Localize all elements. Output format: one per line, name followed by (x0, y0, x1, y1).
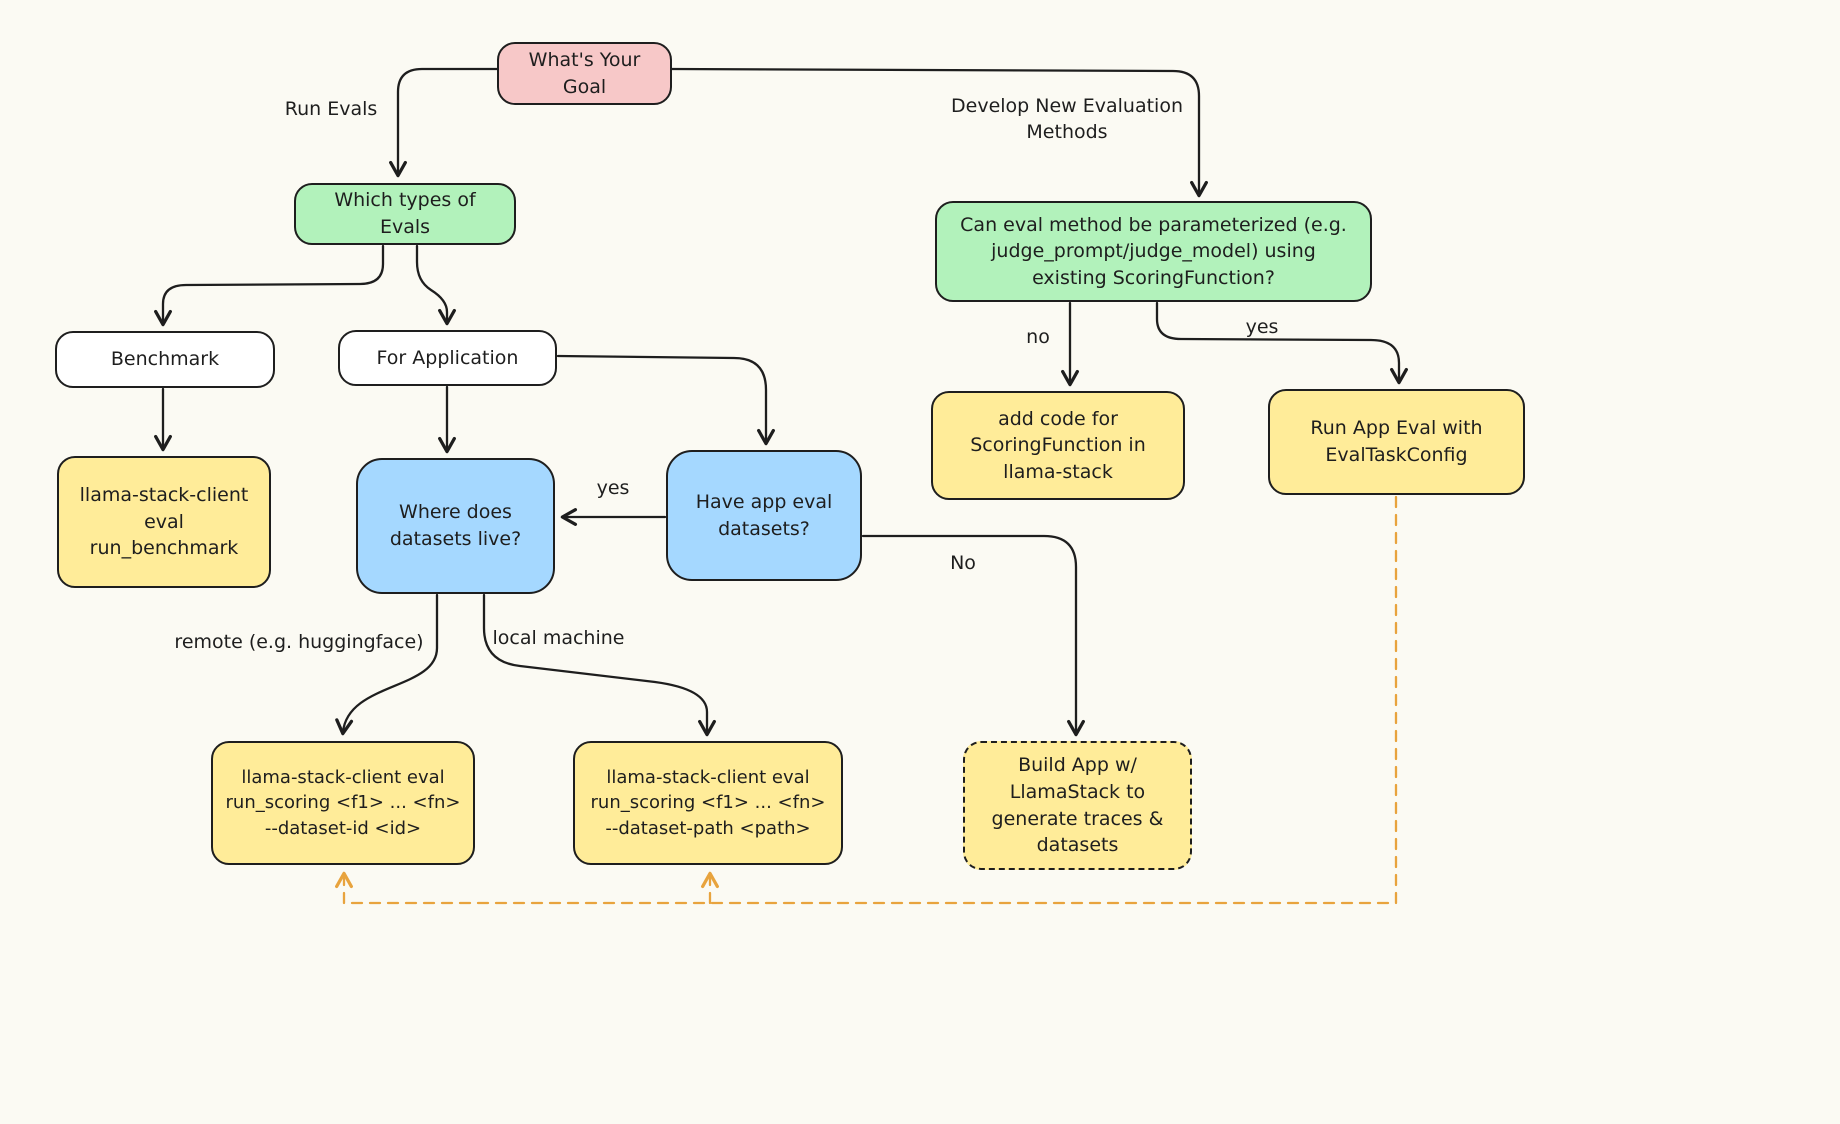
edge-label-no-have-datasets: No (950, 552, 976, 574)
node-benchmark: Benchmark (55, 331, 275, 388)
edge-label-yes-param: yes (1245, 316, 1279, 338)
node-can-eval-method-be-parameterized-label: Can eval method be parameterized (e.g. j… (960, 213, 1347, 289)
node-for-application-label: For Application (376, 346, 519, 369)
node-run-app-eval-with-evaltaskconfig-label: Run App Eval with EvalTaskConfig (1310, 417, 1483, 466)
node-for-application: For Application (338, 330, 557, 386)
edge-label-local-machine: local machine (492, 627, 625, 649)
edge-where-datasets-local (482, 593, 716, 737)
node-run-scoring-dataset-id-label: llama-stack-client eval run_scoring <f1>… (225, 767, 461, 839)
edge-label-run-evals: Run Evals (284, 98, 378, 120)
edge-for-application-have-datasets (556, 354, 775, 446)
node-add-code-for-scoringfunction-label: add code for ScoringFunction in llama-st… (970, 407, 1146, 483)
node-where-does-datasets-live-label: Where does datasets live? (389, 501, 522, 550)
node-run-app-eval-with-evaltaskconfig: Run App Eval with EvalTaskConfig (1268, 389, 1525, 495)
node-run-benchmark-command: llama-stack-client eval run_benchmark (57, 456, 271, 588)
node-run-scoring-dataset-path-label: llama-stack-client eval run_scoring <f1>… (590, 767, 826, 839)
node-build-app-with-llamastack: Build App w/ LlamaStack to generate trac… (963, 741, 1192, 870)
node-can-eval-method-be-parameterized: Can eval method be parameterized (e.g. j… (935, 201, 1372, 302)
node-have-app-eval-datasets: Have app eval datasets? (666, 450, 862, 581)
edge-label-remote-huggingface: remote (e.g. huggingface) (174, 631, 424, 653)
node-build-app-with-llamastack-label: Build App w/ LlamaStack to generate trac… (991, 754, 1164, 857)
node-whats-your-goal-label: What's Your Goal (528, 48, 641, 98)
node-run-scoring-dataset-id: llama-stack-client eval run_scoring <f1>… (211, 741, 475, 865)
edge-which-types-for-application (415, 244, 456, 326)
node-which-types-of-evals: Which types of Evals (294, 183, 516, 245)
node-run-benchmark-command-label: llama-stack-client eval run_benchmark (79, 484, 249, 560)
node-run-scoring-dataset-path: llama-stack-client eval run_scoring <f1>… (573, 741, 843, 865)
edge-label-yes-have-datasets: yes (596, 477, 630, 499)
edge-feedback-dashed-main (335, 495, 1398, 905)
edge-goal-run-evals (389, 67, 499, 178)
node-whats-your-goal: What's Your Goal (497, 42, 672, 105)
edge-where-datasets-remote (335, 593, 439, 736)
node-which-types-of-evals-label: Which types of Evals (334, 189, 476, 238)
node-benchmark-label: Benchmark (110, 348, 220, 371)
edge-goal-develop-new (670, 67, 1208, 198)
edge-param-yes-run-app-eval (1155, 301, 1408, 385)
node-have-app-eval-datasets-label: Have app eval datasets? (695, 490, 833, 540)
edge-label-no-param: no (1026, 326, 1050, 348)
node-add-code-for-scoringfunction: add code for ScoringFunction in llama-st… (931, 391, 1185, 500)
edge-have-datasets-build-app (861, 534, 1085, 737)
edge-which-types-benchmark (154, 244, 385, 327)
edge-label-develop-new-evaluation-methods: Develop New Evaluation Methods (951, 95, 1183, 143)
node-where-does-datasets-live: Where does datasets live? (356, 458, 555, 594)
